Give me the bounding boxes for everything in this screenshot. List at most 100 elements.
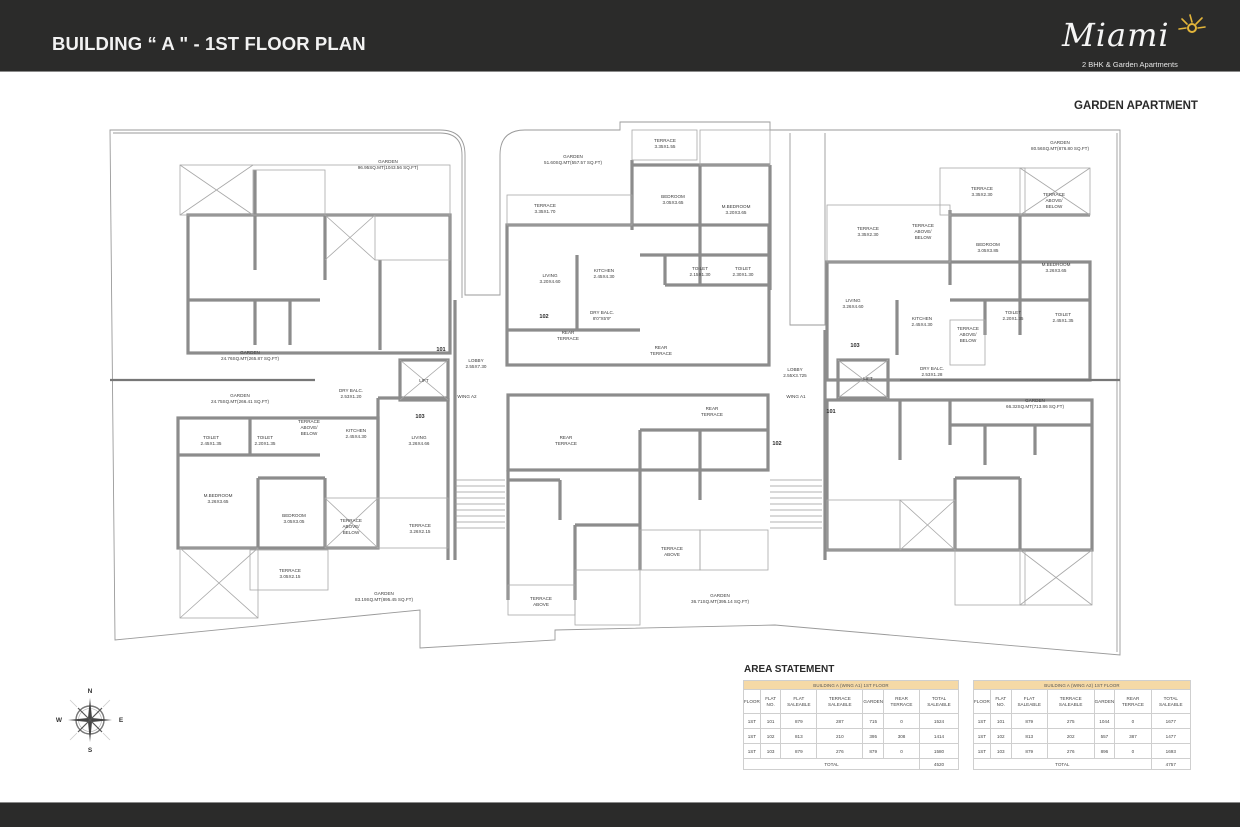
svg-text:TERRACE: TERRACE [298,419,320,424]
svg-text:3.05X3.65: 3.05X3.65 [663,200,684,205]
cell: 879 [1010,713,1048,729]
svg-text:ABOVE/: ABOVE/ [300,425,318,430]
cell: 879 [862,743,885,759]
cell: 0 [1114,713,1152,729]
svg-text:LIFT: LIFT [419,378,429,383]
header-bar: BUILDING “ A " - 1ST FLOOR PLAN Miami 2 … [0,0,1240,72]
svg-text:ABOVE/: ABOVE/ [914,229,932,234]
svg-text:2.45X1.35: 2.45X1.35 [201,441,222,446]
area-statement-title: AREA STATEMENT [744,664,835,675]
svg-text:GARDEN: GARDEN [230,393,250,398]
cell: 101 [759,713,782,729]
svg-text:BELOW: BELOW [301,431,318,436]
svg-text:ABOVE/: ABOVE/ [342,524,360,529]
col-terrace-saleable: TERRACE SALEABLE [816,689,864,714]
table-caption: BUILDING A (WING A1) 1ST FLOOR [743,680,959,690]
cell: 1ST [743,728,761,744]
cell: 202 [1046,728,1095,744]
svg-text:M.BEDROOM: M.BEDROOM [722,204,751,209]
area-table-wing-a1: BUILDING A (WING A1) 1ST FLOOR FLOOR FLA… [742,680,959,770]
svg-text:TERRACE: TERRACE [555,441,577,446]
svg-text:3.26X3.65: 3.26X3.65 [208,499,229,504]
cell: 387 [1114,728,1152,744]
svg-text:2.45X1.35: 2.45X1.35 [1053,318,1074,323]
svg-text:TERRACE: TERRACE [530,596,552,601]
cell: 715 [862,713,885,729]
svg-text:2.45X4.30: 2.45X4.30 [594,274,615,279]
svg-text:LOBBY: LOBBY [468,358,483,363]
cell: 276 [816,743,864,759]
logo-wordmark: Miami [1062,16,1170,54]
svg-text:DRY BALC.: DRY BALC. [590,310,614,315]
svg-text:51.60SQ.MT(557.57 SQ.FT): 51.60SQ.MT(557.57 SQ.FT) [544,160,602,165]
cell: 1044 [1093,713,1116,729]
table-caption: BUILDING A (WING A2) 1ST FLOOR [973,680,1191,690]
svg-text:ABOVE: ABOVE [533,602,549,607]
total-label: TOTAL [973,758,1152,770]
cell: 1ST [743,713,761,729]
svg-text:3.05X2.15: 3.05X2.15 [280,574,301,579]
cell: 0 [1114,743,1152,759]
cell: 101 [989,713,1012,729]
sun-icon [1178,14,1206,33]
svg-text:LIVING: LIVING [411,435,426,440]
cell: 1580 [919,743,959,759]
svg-text:REAR: REAR [562,330,575,335]
svg-text:REAR: REAR [560,435,573,440]
col-flat-saleable: FLAT SALEABLE [1010,689,1048,714]
svg-text:TOILET: TOILET [1055,312,1071,317]
svg-text:2.45X4.30: 2.45X4.30 [346,434,367,439]
svg-text:2.55X3.725: 2.55X3.725 [783,373,807,378]
col-floor: FLOOR [743,689,761,714]
svg-text:TERRACE: TERRACE [279,568,301,573]
cell: 1524 [919,713,959,729]
svg-text:GARDEN: GARDEN [1050,140,1070,145]
svg-text:TERRACE: TERRACE [409,523,431,528]
svg-text:101: 101 [436,347,445,353]
svg-text:KITCHEN: KITCHEN [594,268,614,273]
col-rear-terrace: REAR TERRACE [1114,689,1152,714]
cell: 0 [883,713,921,729]
svg-text:BELOW: BELOW [343,530,360,535]
svg-text:3.20X3.65: 3.20X3.65 [726,210,747,215]
svg-text:ABOVE/: ABOVE/ [959,332,977,337]
svg-text:102: 102 [772,441,781,447]
cell: 395 [862,728,885,744]
svg-text:24.75SQ.MT(266.41 SQ.FT): 24.75SQ.MT(266.41 SQ.FT) [211,399,269,404]
svg-text:24.76SQ.MT(265.87 SQ.FT): 24.76SQ.MT(265.87 SQ.FT) [221,356,279,361]
svg-text:REAR: REAR [655,345,668,350]
svg-text:3.26X4.66: 3.26X4.66 [409,441,430,446]
table-row: 1ST 102 813 202 557 387 1477 [973,728,1192,744]
svg-text:TOILET: TOILET [203,435,219,440]
svg-text:2.20X1.35: 2.20X1.35 [255,441,276,446]
svg-text:M.BEDROOM: M.BEDROOM [1042,262,1071,267]
col-flat-saleable: FLAT SALEABLE [780,689,818,714]
cell: 879 [1010,743,1048,759]
svg-text:BEDROOM: BEDROOM [976,242,1000,247]
svg-text:DRY BALC.: DRY BALC. [339,388,363,393]
total-value: 4757 [1150,758,1192,770]
svg-text:ABOVE: ABOVE [664,552,680,557]
svg-text:REAR: REAR [706,406,719,411]
svg-text:TERRACE: TERRACE [912,223,934,228]
svg-text:W: W [56,717,63,724]
col-total-saleable: TOTAL SALEABLE [1150,689,1192,714]
svg-text:TERRACE: TERRACE [661,546,683,551]
svg-text:3.35X2.30: 3.35X2.30 [972,192,993,197]
svg-text:3.26X2.15: 3.26X2.15 [410,529,431,534]
col-garden: GARDEN [1093,689,1116,714]
svg-text:LIVING: LIVING [845,298,860,303]
svg-text:M.BEDROOM: M.BEDROOM [204,493,233,498]
svg-text:WING A1: WING A1 [786,394,806,399]
cell: 275 [1046,713,1095,729]
cell: 287 [816,713,864,729]
col-flat-no: FLAT NO. [989,689,1012,714]
svg-text:GARDEN: GARDEN [710,593,730,598]
svg-text:102: 102 [539,314,548,320]
svg-text:8'0"X5'9": 8'0"X5'9" [593,316,612,321]
svg-text:3.35X1.55: 3.35X1.55 [655,144,676,149]
cell: 276 [1046,743,1095,759]
cell: 1ST [743,743,761,759]
svg-text:80.56SQ.MT(876.80 SQ.FT): 80.56SQ.MT(876.80 SQ.FT) [1031,146,1089,151]
svg-text:DRY BALC.: DRY BALC. [920,366,944,371]
